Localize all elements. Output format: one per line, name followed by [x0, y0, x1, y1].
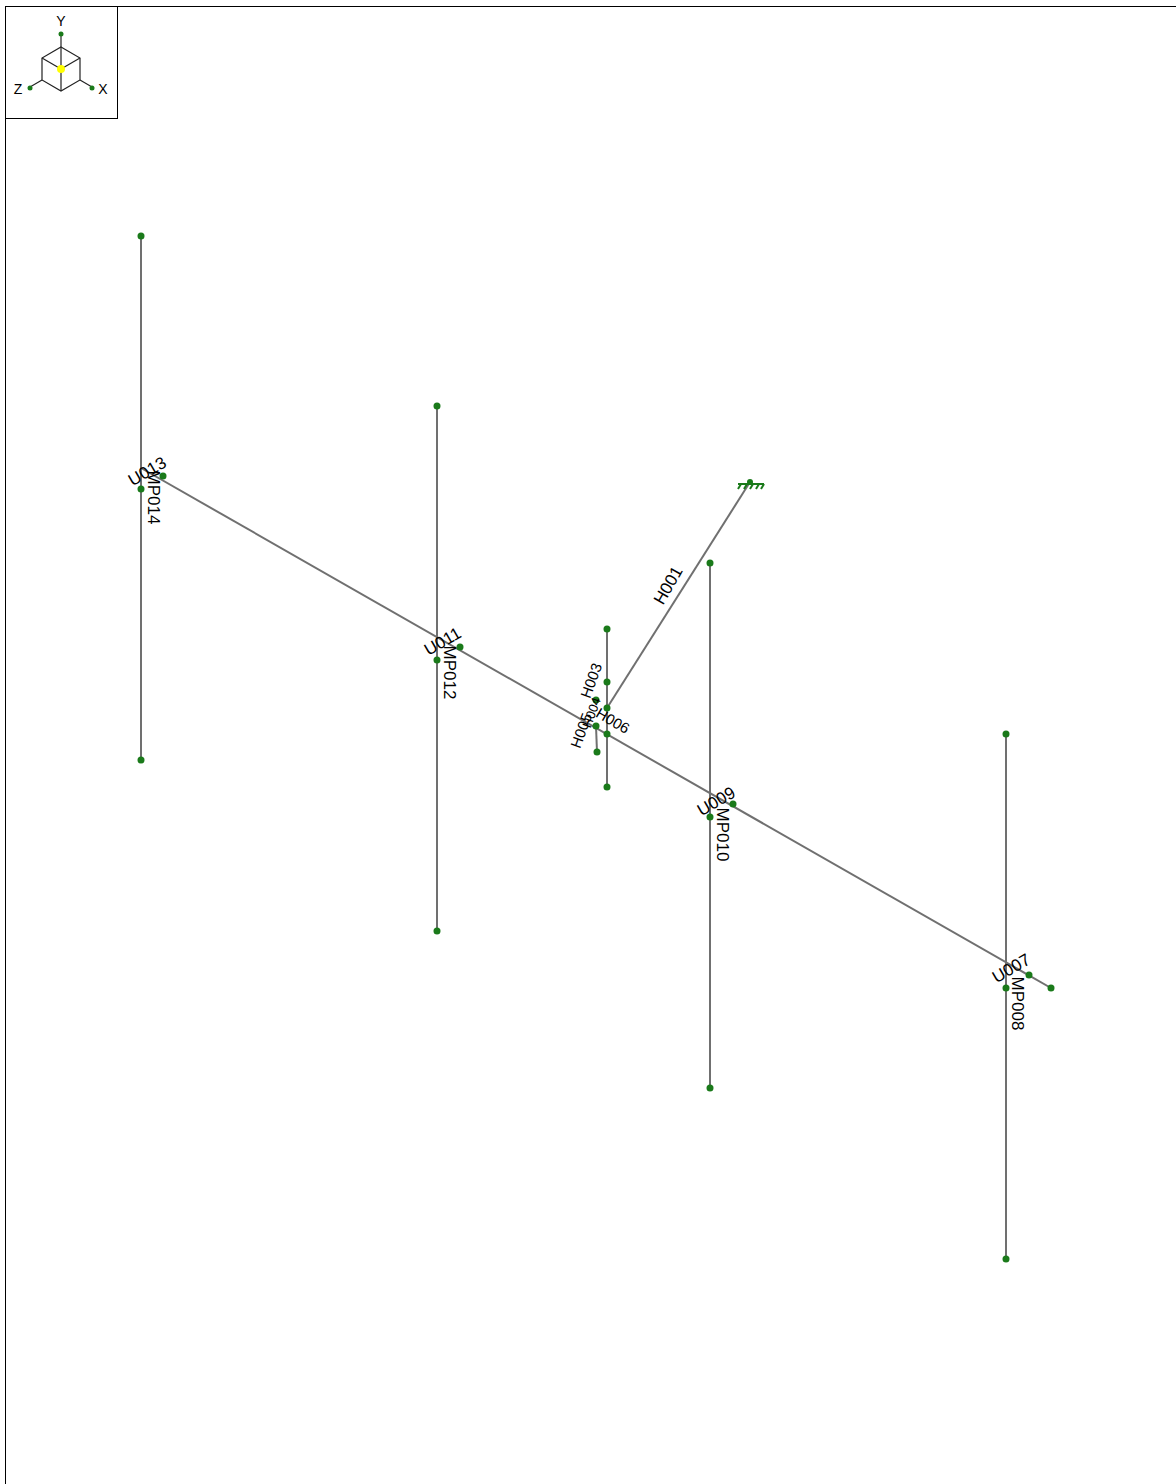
node-label: H001 — [650, 563, 685, 607]
axis-label: Z — [14, 82, 23, 96]
node-dots — [138, 233, 1055, 1263]
pipe-lines — [141, 236, 1051, 1259]
frame — [6, 7, 1176, 1484]
node-label: H003 — [578, 661, 604, 700]
node-label: MP014 — [146, 470, 163, 524]
node-label: MP010 — [715, 807, 732, 861]
node-label: MP012 — [442, 645, 459, 699]
axis-label: Y — [56, 14, 65, 28]
axis-label: X — [98, 82, 107, 96]
axis-dots — [28, 32, 95, 91]
axis-origin — [57, 65, 65, 73]
axis-cube — [30, 34, 92, 91]
axis-box — [6, 7, 118, 119]
node-label: MP008 — [1010, 976, 1027, 1030]
